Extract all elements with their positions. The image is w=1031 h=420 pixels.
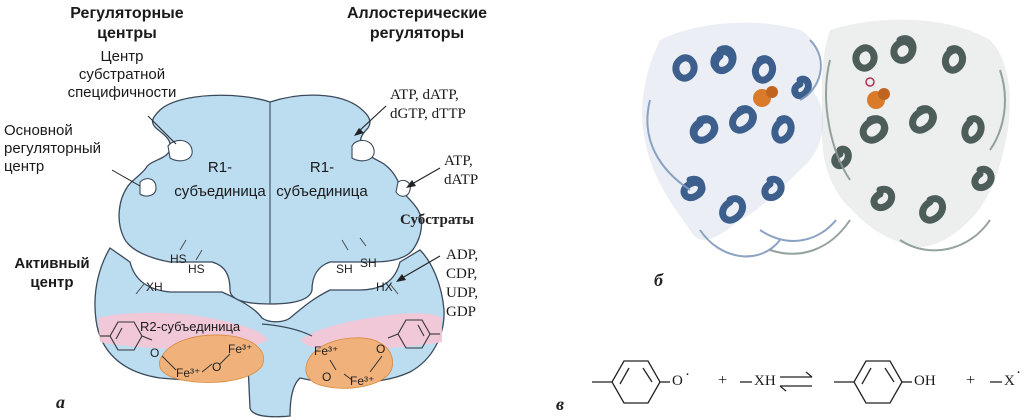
r1-subunit-left-label: R1- субъединица xyxy=(170,156,270,204)
fe-left-bottom: Fe³⁺ xyxy=(176,366,201,380)
label-active-center-line-2: центр xyxy=(30,274,74,291)
substrate-cdp: CDP, xyxy=(446,266,478,282)
r1-subunit-right-label: R1- субъединица xyxy=(272,156,372,204)
o-bridge-right: O xyxy=(322,370,332,384)
sh-group-right-1: SH xyxy=(336,262,353,276)
regulators-top-line-2: dGTP, dTTP xyxy=(390,106,466,122)
leader-main-regulatory xyxy=(111,169,141,187)
hs-group-left-2: HS xyxy=(188,262,205,276)
leader-substrate-specificity xyxy=(147,115,177,145)
heading-regulatory-line-2: центры xyxy=(97,25,157,42)
substrate-udp: UDP, xyxy=(446,285,479,301)
sh-bond-right-2 xyxy=(359,237,367,247)
reaction-oh: OH xyxy=(914,373,936,389)
hs-bond-left-2 xyxy=(195,249,203,261)
reaction-radical-oxygen: O xyxy=(672,373,683,389)
label-substrate-specificity: Центр субстратной специфичности xyxy=(58,48,186,102)
notch-main-left xyxy=(139,178,157,197)
o-bridge-left: O xyxy=(212,360,222,374)
arrow-regulators-mid xyxy=(406,167,441,188)
reaction-x-radical: X xyxy=(1004,373,1015,389)
fe-right-bottom: Fe³⁺ xyxy=(350,374,375,388)
xh-bond-left xyxy=(135,283,145,295)
substrates-label: Субстраты xyxy=(400,212,475,228)
label-main-regulatory-center: Основной регуляторный центр xyxy=(4,122,114,176)
label-substrate-specificity-line-2: субстратной xyxy=(78,66,166,83)
regulators-mid-list: ATP, dATP xyxy=(444,152,514,190)
notch-main-right xyxy=(395,179,411,197)
label-active-center: Активный центр xyxy=(2,254,102,292)
label-substrate-specificity-line-3: специфичности xyxy=(67,84,177,101)
reaction-equilibrium-arrows xyxy=(779,371,813,392)
hx-bond-right xyxy=(389,283,399,295)
regulators-top-list: ATP, dATP, dGTP, dTTP xyxy=(390,86,520,124)
substrate-gdp: GDP xyxy=(446,304,477,320)
panel-letter-a: а xyxy=(56,392,65,412)
hx-group-right: HX xyxy=(376,280,393,294)
regulators-mid-line-1: ATP, xyxy=(444,153,473,169)
reaction-plus-1: + xyxy=(718,372,728,389)
r1-left-line-1: R1- xyxy=(207,159,233,176)
panel-letter-b: б xyxy=(654,270,663,290)
iron-center-left xyxy=(159,334,264,383)
regulators-top-line-1: ATP, dATP, xyxy=(390,87,459,103)
panel-letter-c: в xyxy=(556,394,565,414)
radical-dot-left: · xyxy=(685,367,690,383)
xh-group-left: XH xyxy=(146,280,163,294)
heading-allosteric-line-2: регуляторы xyxy=(369,25,465,42)
sh-group-right-2: SH xyxy=(360,256,377,270)
reaction-left-ring xyxy=(592,360,670,404)
hs-bond-left-1 xyxy=(179,239,187,251)
tyrosyl-ring-left xyxy=(100,321,153,351)
heading-allosteric-line-1: Аллостерические xyxy=(346,5,488,22)
heading-regulatory-centers: Регуляторные центры xyxy=(62,4,192,44)
hs-group-left-1: HS xyxy=(170,252,187,266)
regulators-mid-line-2: dATP xyxy=(444,172,479,188)
reaction-right-ring xyxy=(834,360,912,404)
label-main-regulatory-line-1: Основной xyxy=(4,122,73,139)
heading-regulatory-line-1: Регуляторные xyxy=(70,5,184,22)
fe-right-top: Fe³⁺ xyxy=(314,344,339,358)
iron-center-right xyxy=(305,337,394,389)
fe-left-top: Fe³⁺ xyxy=(228,342,253,356)
label-active-center-line-1: Активный xyxy=(14,255,90,272)
sh-bond-right-1 xyxy=(341,239,349,251)
o-radical-left: O xyxy=(150,346,160,360)
label-main-regulatory-line-3: центр xyxy=(4,158,45,175)
reaction-plus-2: + xyxy=(966,372,976,389)
reaction-xh: XH xyxy=(754,373,776,389)
label-substrate-specificity-line-1: Центр xyxy=(100,48,144,65)
r1-right-line-1: R1- xyxy=(309,159,335,176)
label-main-regulatory-line-2: регуляторный xyxy=(4,140,102,157)
r2-subunit-label: R2-субъединица xyxy=(140,319,241,334)
radical-dot-right: · xyxy=(1016,365,1021,381)
substrate-adp: ADP, xyxy=(446,247,479,263)
fe-o-fe-bonds-right xyxy=(329,355,383,381)
arrow-substrates xyxy=(396,255,441,282)
protein-structure-image xyxy=(642,19,1010,258)
tyrosyl-ring-right xyxy=(387,319,440,349)
o-radical-right: O xyxy=(376,342,386,356)
r2-inner-divider xyxy=(261,323,313,337)
substrates-list: ADP, CDP, UDP, GDP xyxy=(446,246,506,322)
fe-o-fe-bonds-left xyxy=(161,353,231,373)
notch-specificity-left xyxy=(167,139,193,162)
r1-right-line-2: субъединица xyxy=(276,183,368,200)
notch-specificity-right xyxy=(351,139,375,162)
arrow-regulators-top xyxy=(354,105,387,136)
heading-allosteric-regulators: Аллостерические регуляторы xyxy=(332,4,502,44)
r1-left-line-2: субъединица xyxy=(174,183,266,200)
